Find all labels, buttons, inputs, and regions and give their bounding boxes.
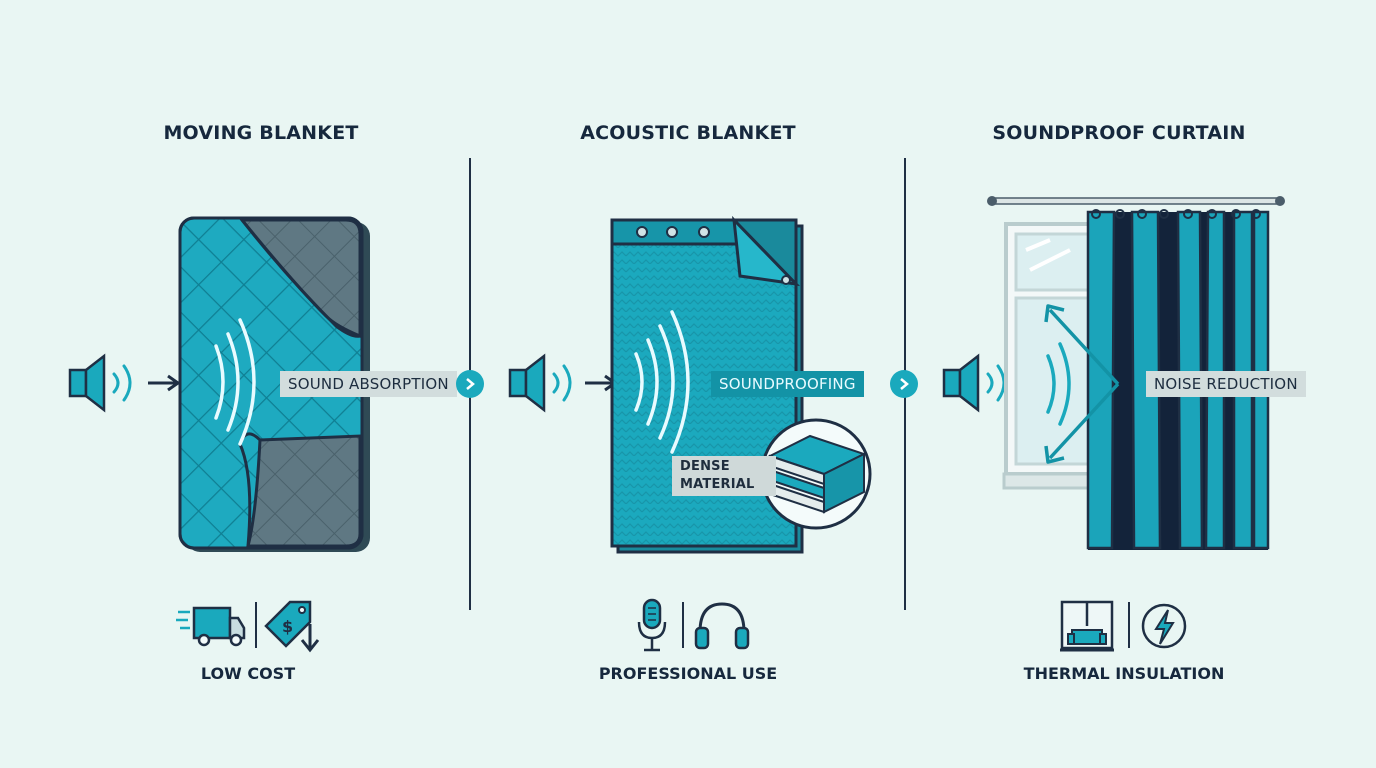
svg-text:$: $ (282, 617, 293, 636)
low-cost-feature: LOW COST (200, 664, 296, 683)
icon-divider (682, 602, 684, 648)
next-step-button[interactable] (456, 370, 484, 398)
sound-absorption-callout: SOUND ABSORPTION (280, 371, 457, 397)
deflect-arrows (1044, 304, 1120, 464)
professional-use-feature: PROFESSIONAL USE (598, 664, 778, 683)
material-layers-zoom (760, 418, 872, 530)
acoustic-blanket-title: ACOUSTIC BLANKET (580, 122, 796, 144)
chevron-right-icon (466, 378, 475, 390)
next-step-button[interactable] (890, 370, 918, 398)
window-sofa-icon (1060, 600, 1114, 652)
soundproofing-callout: SOUNDPROOFING (711, 371, 864, 397)
moving-blanket-illustration (178, 216, 370, 552)
speaker-icon (508, 353, 572, 413)
thermal-insulation-feature: THERMAL INSULATION (1023, 664, 1225, 683)
dense-material-label: DENSE MATERIAL (672, 456, 776, 496)
moving-blanket-title: MOVING BLANKET (163, 122, 359, 144)
chevron-right-icon (900, 378, 909, 390)
noise-reduction-callout: NOISE REDUCTION (1146, 371, 1306, 397)
energy-bolt-icon (1141, 603, 1187, 649)
speaker-icon (68, 353, 132, 413)
soundproof-curtain-title: SOUNDPROOF CURTAIN (992, 122, 1246, 144)
delivery-truck-icon (176, 606, 246, 647)
icon-divider (1128, 602, 1130, 648)
icon-divider (255, 602, 257, 648)
arrow-right-icon (148, 374, 181, 392)
microphone-icon (637, 598, 667, 652)
soundproof-curtain-illustration (987, 196, 1285, 550)
headphones-icon (694, 602, 750, 650)
price-tag-down-icon: $ (264, 600, 320, 653)
